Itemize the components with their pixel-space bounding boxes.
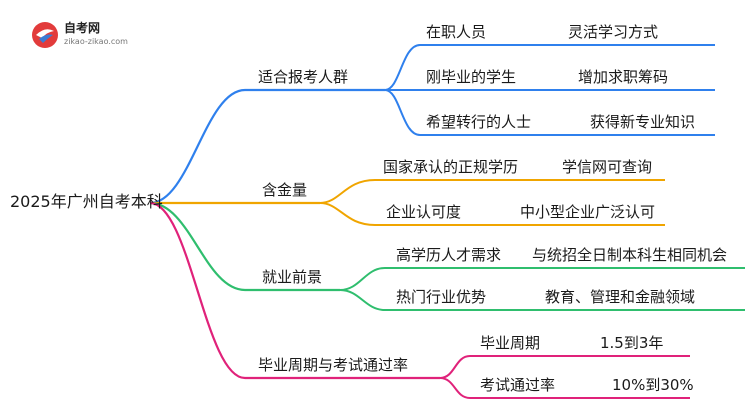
branch-3-item-2-right: 教育、管理和金融领域 (545, 288, 696, 306)
branch-1-item-2-left: 刚毕业的学生 (426, 68, 517, 86)
branch-2-item-2-right: 中小型企业广泛认可 (520, 203, 656, 221)
branch-1-item-underlines (420, 44, 715, 136)
root-to-branch-3-link (149, 201, 340, 292)
branch-2-item-1-right: 学信网可查询 (562, 158, 653, 176)
branch-1-fan (384, 44, 421, 136)
branch-2-label: 含金量 (262, 181, 308, 199)
branch-1-item-2-right: 增加求职筹码 (578, 68, 669, 86)
branch-3-label: 就业前景 (262, 268, 323, 286)
logo-name: 自考网 (64, 21, 101, 35)
branch-3-item-2-left: 热门行业优势 (396, 288, 487, 306)
branch-4-item-underlines (470, 355, 690, 399)
branch-1-label: 适合报考人群 (258, 68, 349, 86)
branch-4-fan (439, 355, 471, 399)
branch-3-item-underlines (385, 267, 745, 311)
logo-url: zikao-zikao.com (64, 37, 128, 46)
branch-4-label: 毕业周期与考试通过率 (258, 356, 409, 374)
branch-1-item-1-left: 在职人员 (426, 23, 487, 41)
branch-3-item-1-right: 与统招全日制本科生相同机会 (532, 246, 728, 264)
branch-4-item-1-right: 1.5到3年 (600, 334, 664, 352)
branch-4-item-2-right: 10%到30% (612, 376, 694, 394)
graduation-cap-icon (32, 22, 58, 48)
root-to-branch-1-link (149, 88, 385, 205)
site-logo[interactable]: 自考网 zikao-zikao.com (30, 20, 140, 50)
root-to-branch-4-link (149, 201, 440, 380)
branch-2-fan (319, 179, 376, 226)
branch-2-item-underlines (375, 179, 665, 226)
branch-1-item-3-right: 获得新专业知识 (590, 113, 696, 131)
branch-4-item-1-left: 毕业周期 (480, 334, 541, 352)
branch-1-item-1-right: 灵活学习方式 (568, 23, 659, 41)
branch-2-item-1-left: 国家承认的正规学历 (383, 158, 519, 176)
branch-3-item-1-left: 高学历人才需求 (396, 246, 502, 264)
branch-4-item-2-left: 考试通过率 (480, 376, 556, 394)
branch-3-fan (339, 267, 386, 311)
branch-1-item-3-left: 希望转行的人士 (426, 113, 532, 131)
root-topic: 2025年广州自考本科 (10, 192, 163, 211)
branch-2-item-2-left: 企业认可度 (386, 203, 462, 221)
